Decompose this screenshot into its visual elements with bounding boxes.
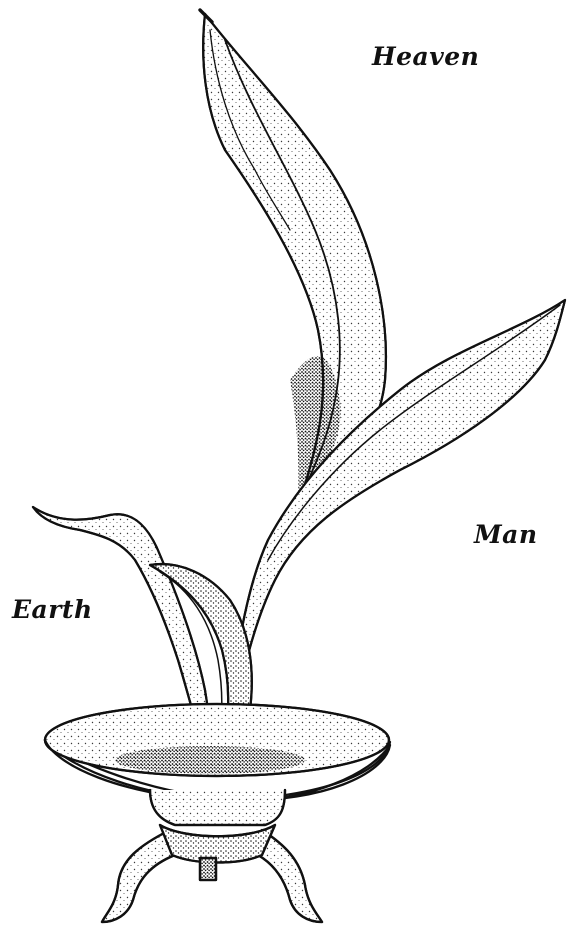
dish-stand	[102, 790, 322, 922]
label-heaven: Heaven	[372, 42, 479, 71]
shallow-dish	[45, 704, 390, 802]
label-earth: Earth	[12, 595, 93, 624]
label-man: Man	[474, 520, 538, 549]
